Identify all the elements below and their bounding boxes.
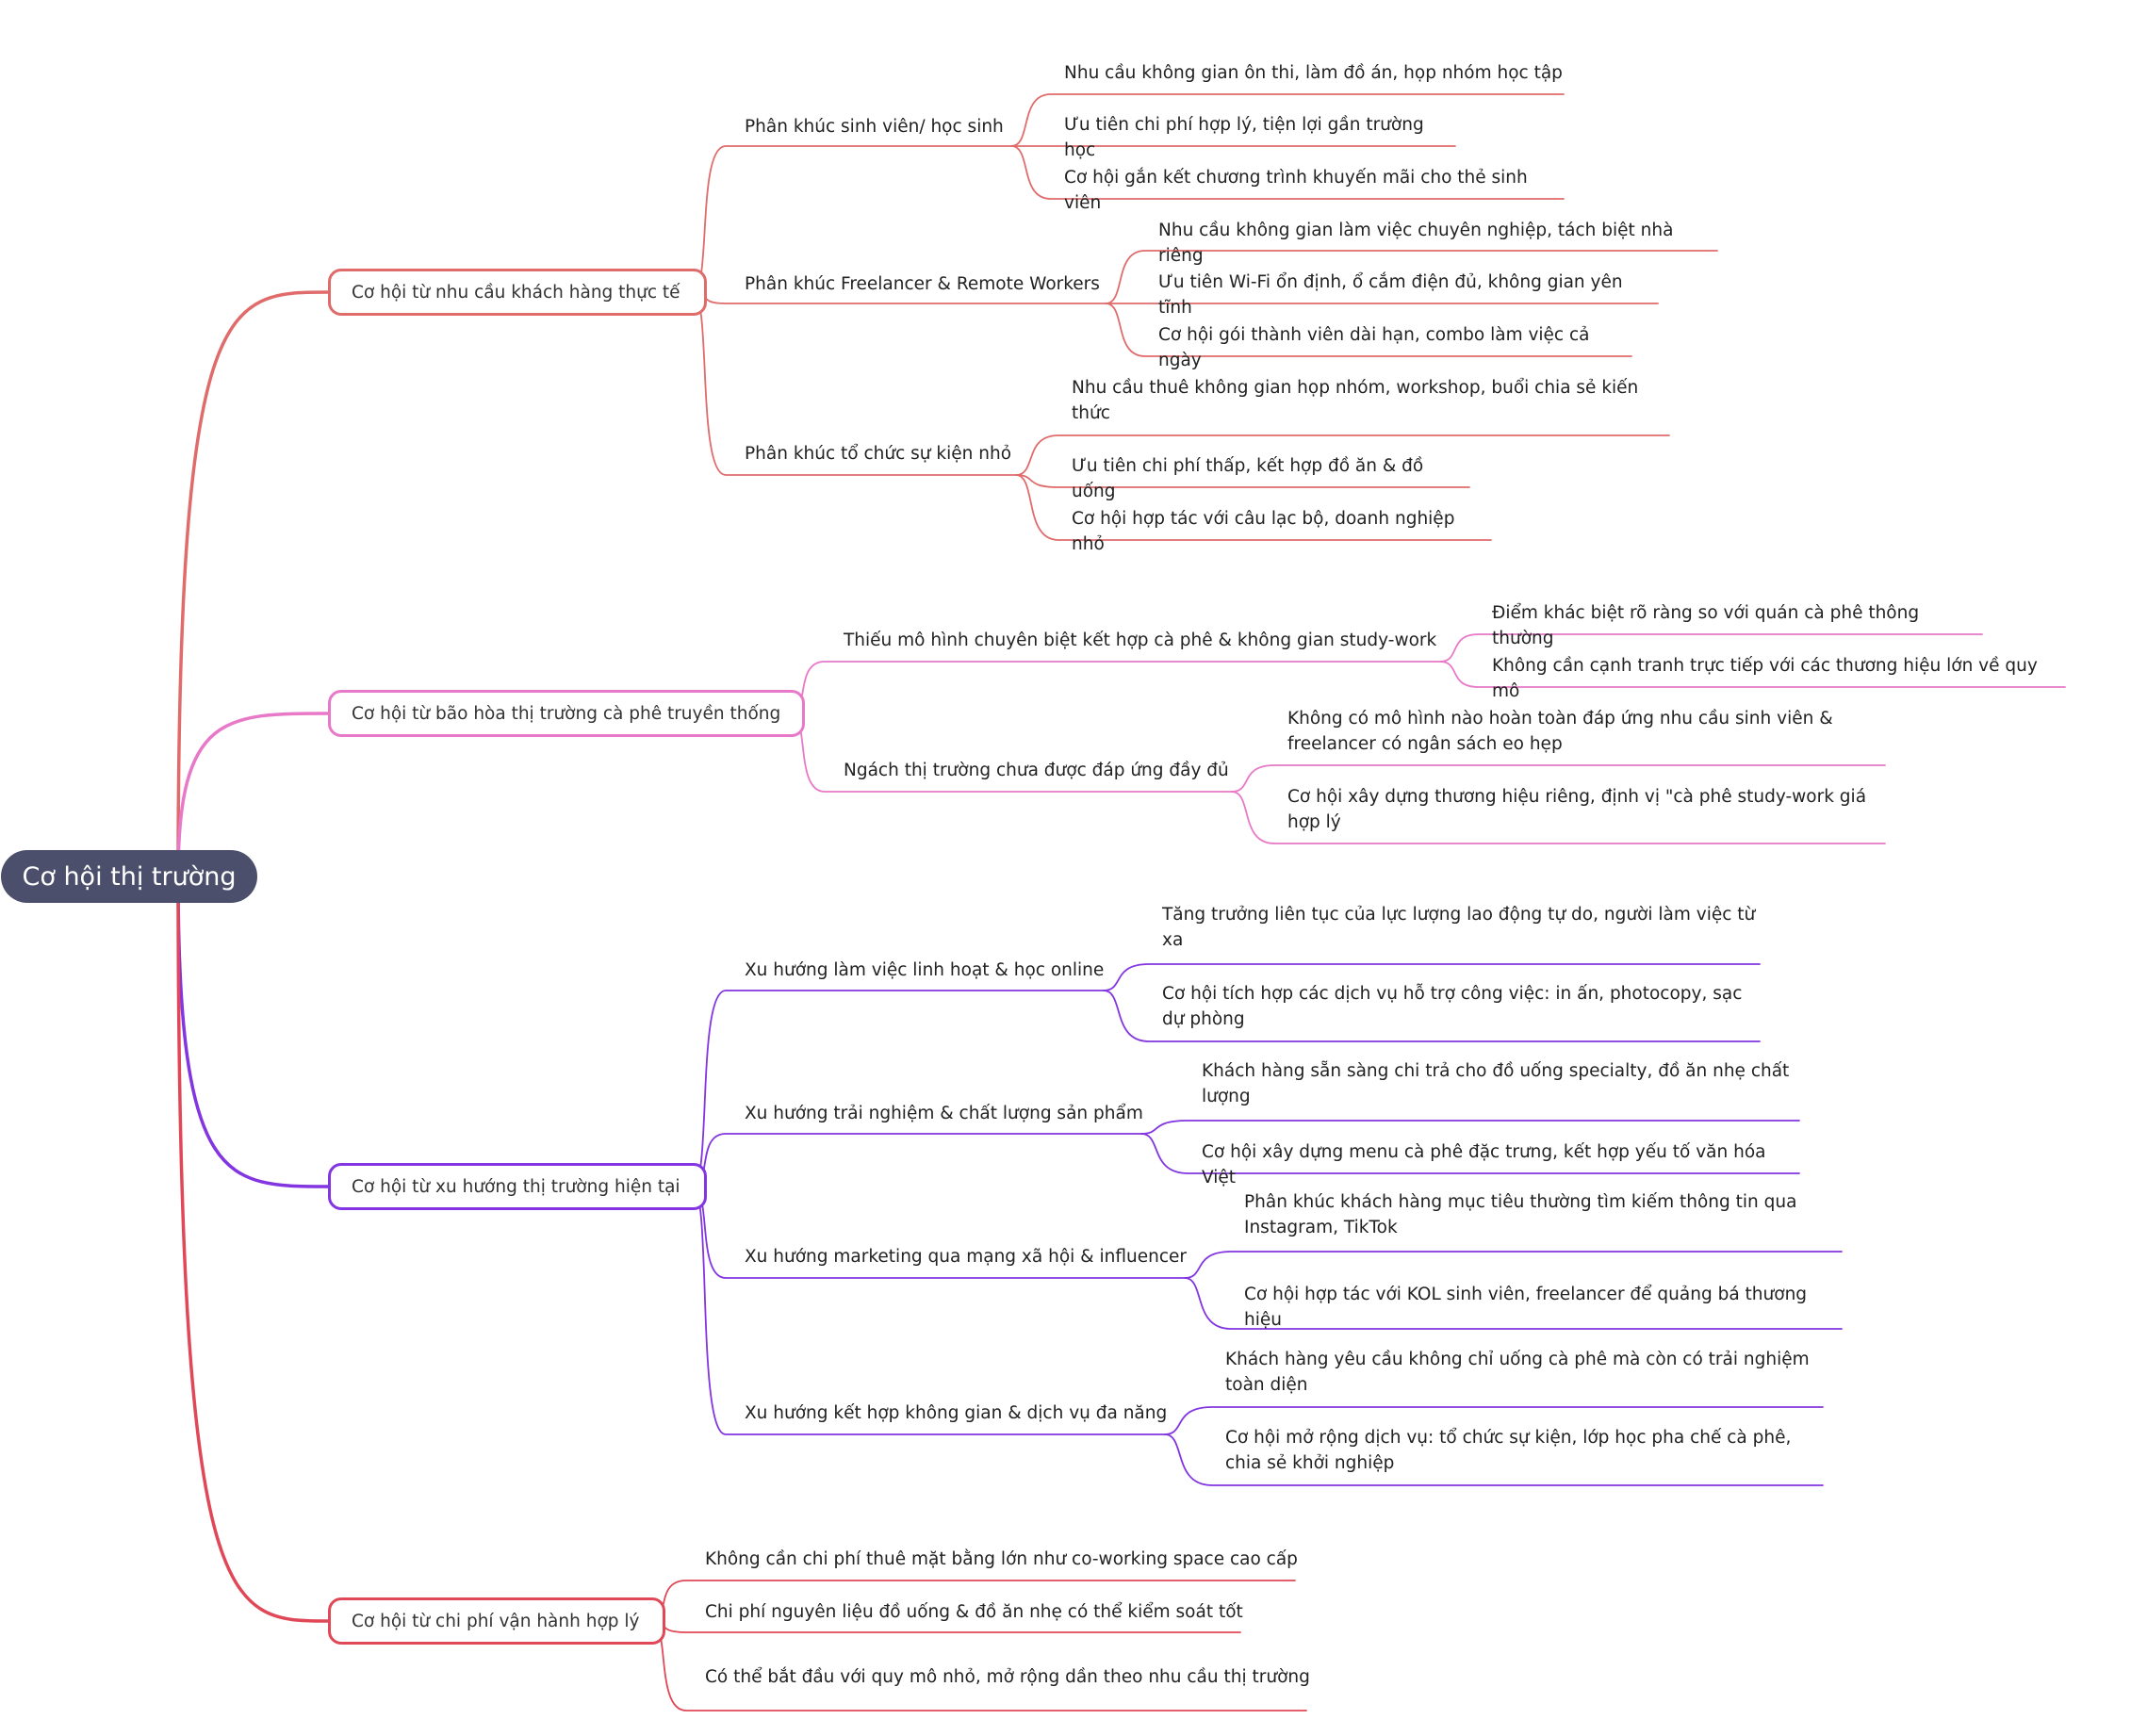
leaf-connector-2-2-1 bbox=[1231, 764, 1886, 793]
leaf-3-1-2[interactable]: Cơ hội tích hợp các dịch vụ hỗ trợ công … bbox=[1162, 984, 1743, 1029]
sub-connector-3-2 bbox=[692, 1133, 1143, 1187]
leaf-3-2-2[interactable]: Cơ hội xây dựng menu cà phê đặc trưng, k… bbox=[1202, 1142, 1766, 1187]
branch-topic-2[interactable]: Cơ hội từ bão hòa thị trường cà phê truy… bbox=[328, 690, 805, 737]
subtopic-1-3[interactable]: Phân khúc tổ chức sự kiện nhỏ bbox=[745, 444, 1012, 464]
leaf-connector-3-4-2 bbox=[1164, 1433, 1824, 1486]
leaf-connector-2-2-2 bbox=[1231, 791, 1886, 844]
leaf-2-1-2[interactable]: Không cần cạnh tranh trực tiếp với các t… bbox=[1492, 656, 2038, 701]
subtopic-3-1[interactable]: Xu hướng làm việc linh hoạt & học online bbox=[745, 960, 1105, 980]
subtopic-4-1[interactable]: Không cần chi phí thuê mặt bằng lớn như … bbox=[705, 1549, 1298, 1569]
leaf-3-4-1[interactable]: Khách hàng yêu cầu không chỉ uống cà phê… bbox=[1225, 1350, 1810, 1395]
leaf-connector-1-3-2 bbox=[1015, 474, 1470, 488]
sub-connector-1-1 bbox=[692, 145, 1013, 293]
leaf-connector-1-2-1 bbox=[1105, 250, 1718, 304]
leaf-3-2-1[interactable]: Khách hàng sẵn sàng chi trả cho đồ uống … bbox=[1202, 1061, 1790, 1106]
leaf-connector-3-2-2 bbox=[1140, 1133, 1800, 1174]
leaf-connector-1-1-3 bbox=[1010, 145, 1565, 200]
subtopic-1-1[interactable]: Phân khúc sinh viên/ học sinh bbox=[745, 117, 1004, 137]
leaf-2-2-2[interactable]: Cơ hội xây dựng thương hiệu riêng, định … bbox=[1287, 787, 1867, 832]
branch-connector-4 bbox=[176, 875, 330, 1623]
leaf-3-3-2[interactable]: Cơ hội hợp tác với KOL sinh viên, freela… bbox=[1244, 1285, 1808, 1330]
sub-connector-3-4 bbox=[692, 1186, 1167, 1435]
leaf-connector-1-2-3 bbox=[1105, 303, 1632, 357]
leaf-connector-3-2-1 bbox=[1140, 1120, 1800, 1135]
branch-connector-1 bbox=[176, 290, 330, 878]
leaf-1-1-1[interactable]: Nhu cầu không gian ôn thi, làm đồ án, họ… bbox=[1064, 63, 1563, 83]
subtopic-2-1[interactable]: Thiếu mô hình chuyên biệt kết hợp cà phê… bbox=[844, 631, 1437, 650]
leaf-1-3-2[interactable]: Ưu tiên chi phí thấp, kết hợp đồ ăn & đồ… bbox=[1072, 456, 1424, 501]
leaf-2-2-1[interactable]: Không có mô hình nào hoàn toàn đáp ứng n… bbox=[1287, 709, 1833, 754]
leaf-connector-1-3-1 bbox=[1015, 434, 1670, 476]
leaf-3-1-1[interactable]: Tăng trưởng liên tục của lực lượng lao đ… bbox=[1162, 905, 1756, 950]
leaf-1-3-3[interactable]: Cơ hội hợp tác với câu lạc bộ, doanh ngh… bbox=[1072, 509, 1455, 554]
leaf-connector-3-3-2 bbox=[1184, 1277, 1843, 1330]
leaf-connector-2-1-1 bbox=[1439, 633, 1983, 663]
subtopic-4-2[interactable]: Chi phí nguyên liệu đồ uống & đồ ăn nhẹ … bbox=[705, 1602, 1243, 1622]
branch-topic-1[interactable]: Cơ hội từ nhu cầu khách hàng thực tế bbox=[328, 269, 707, 316]
leaf-1-2-3[interactable]: Cơ hội gói thành viên dài hạn, combo làm… bbox=[1158, 325, 1590, 370]
leaf-1-1-3[interactable]: Cơ hội gắn kết chương trình khuyến mãi c… bbox=[1064, 168, 1528, 213]
leaf-connector-1-3-3 bbox=[1015, 474, 1492, 541]
leaf-3-4-2[interactable]: Cơ hội mở rộng dịch vụ: tổ chức sự kiện,… bbox=[1225, 1428, 1792, 1473]
leaf-connector-1-1-1 bbox=[1010, 93, 1565, 147]
sub-connector-3-1 bbox=[692, 990, 1106, 1187]
leaf-1-2-1[interactable]: Nhu cầu không gian làm việc chuyên nghiệ… bbox=[1158, 221, 1674, 266]
subtopic-3-2[interactable]: Xu hướng trải nghiệm & chất lượng sản ph… bbox=[745, 1104, 1143, 1123]
subtopic-1-2[interactable]: Phân khúc Freelancer & Remote Workers bbox=[745, 274, 1100, 294]
leaf-2-1-1[interactable]: Điểm khác biệt rõ ràng so với quán cà ph… bbox=[1492, 603, 1920, 648]
subtopic-3-4[interactable]: Xu hướng kết hợp không gian & dịch vụ đa… bbox=[745, 1403, 1168, 1423]
leaf-3-3-1[interactable]: Phân khúc khách hàng mục tiêu thường tìm… bbox=[1244, 1192, 1797, 1237]
subtopic-4-3[interactable]: Có thể bắt đầu với quy mô nhỏ, mở rộng d… bbox=[705, 1667, 1310, 1687]
branch-connector-2 bbox=[176, 712, 330, 878]
leaf-1-1-2[interactable]: Ưu tiên chi phí hợp lý, tiện lợi gần trư… bbox=[1064, 115, 1424, 160]
leaf-1-3-1[interactable]: Nhu cầu thuê không gian họp nhóm, worksh… bbox=[1072, 378, 1639, 423]
subtopic-2-2[interactable]: Ngách thị trường chưa được đáp ứng đầy đ… bbox=[844, 761, 1229, 780]
branch-topic-3[interactable]: Cơ hội từ xu hướng thị trường hiện tại bbox=[328, 1163, 707, 1210]
root-topic[interactable]: Cơ hội thị trường bbox=[1, 850, 257, 903]
leaf-connector-3-1-1 bbox=[1103, 963, 1761, 991]
leaf-connector-3-3-1 bbox=[1184, 1251, 1843, 1279]
branch-connector-3 bbox=[176, 875, 330, 1188]
leaf-connector-3-1-2 bbox=[1103, 990, 1761, 1042]
leaf-connector-2-1-2 bbox=[1439, 661, 2066, 688]
subtopic-3-3[interactable]: Xu hướng marketing qua mạng xã hội & inf… bbox=[745, 1247, 1187, 1267]
leaf-connector-3-4-1 bbox=[1164, 1406, 1824, 1435]
branch-topic-4[interactable]: Cơ hội từ chi phí vận hành hợp lý bbox=[328, 1597, 665, 1645]
leaf-1-2-2[interactable]: Ưu tiên Wi-Fi ổn định, ổ cắm điện đủ, kh… bbox=[1158, 272, 1623, 318]
